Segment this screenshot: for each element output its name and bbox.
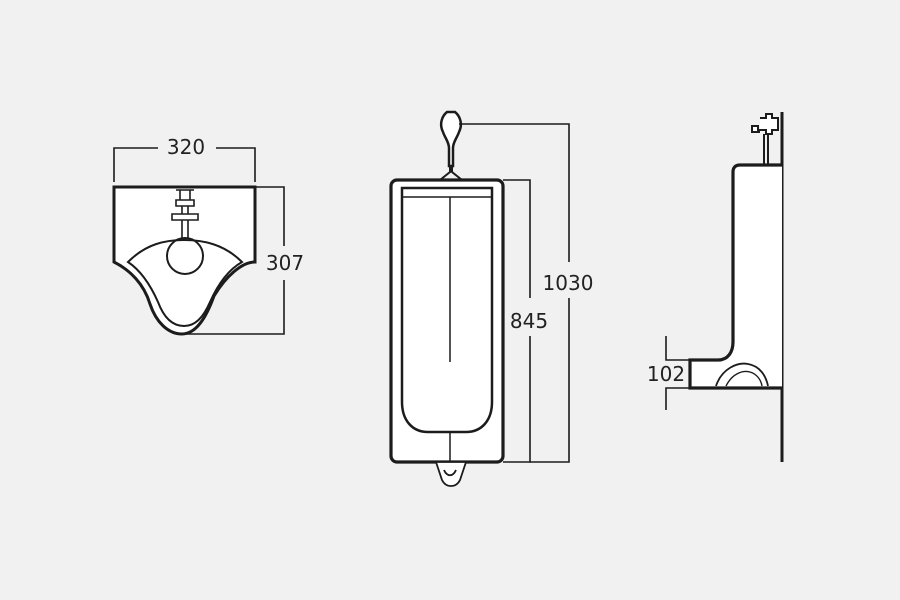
top-view-depth-dimension-line [186,186,285,335]
front-view-body [389,178,505,464]
top-view-inner-basin [126,238,244,328]
front-view-inner-bowl [400,186,494,434]
top-view-inlet-fitting [171,189,199,238]
side-view-valve-fitting [751,113,779,165]
front-view-body-height-label: 845 [510,309,548,333]
side-view-lip-height-label: 102 [647,362,685,386]
side-view-bowl-hump [715,362,769,387]
front-view-outlet [434,461,468,487]
front-view [389,110,570,487]
top-view-bowl-outline [112,185,257,336]
top-view-width-dimension-line [113,147,256,182]
side-view-body [688,163,782,390]
front-view-flush-pipe [439,166,463,181]
top-view-drain [166,237,204,275]
side-view-bowl-hump-inner [725,370,763,387]
top-view-width-label: 320 [167,135,205,159]
side-view-lip-dimension-line [665,336,690,410]
front-view-1030-dimension-line [459,123,570,463]
front-view-overall-height-label: 1030 [543,271,594,295]
top-view-depth-label: 307 [266,251,304,275]
side-view [665,112,784,462]
top-view [112,147,285,336]
